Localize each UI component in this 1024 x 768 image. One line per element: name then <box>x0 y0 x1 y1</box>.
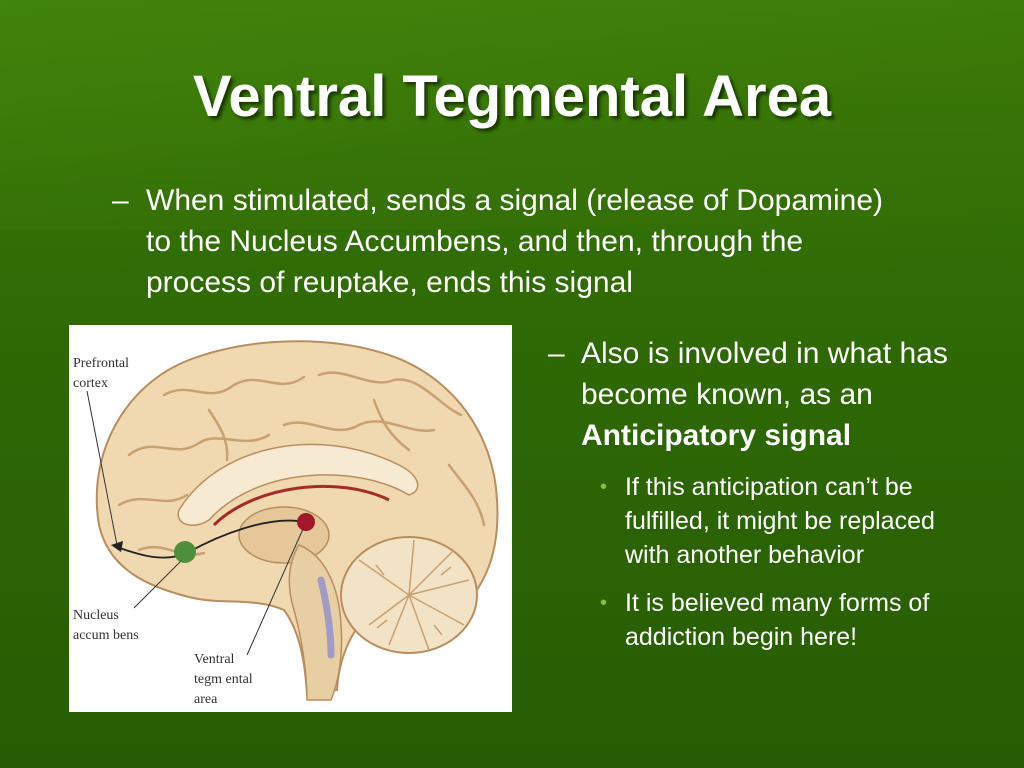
arrow-head <box>111 541 123 552</box>
anticipatory-signal-term: Anticipatory signal <box>581 419 852 452</box>
sub-bullet-list: • If this anticipation can’t be fulfille… <box>600 470 1008 654</box>
background-band <box>0 0 1024 230</box>
dash-marker: – <box>548 337 565 370</box>
label-prefrontal-2: cortex <box>73 376 108 391</box>
vta-leader-line <box>246 528 304 656</box>
sub-bullet-text: If this anticipation can’t be fulfilled,… <box>625 473 935 569</box>
right-bullet-text-plain: Also is involved in what has become know… <box>581 337 948 411</box>
vta-marker <box>297 513 315 531</box>
brain-figure: Prefrontal cortex Nucleus accum bens Ven… <box>69 325 512 712</box>
brainstem <box>288 544 343 701</box>
label-nucleus-1: Nucleus <box>73 608 119 623</box>
right-column: – Also is involved in what has become kn… <box>548 333 1008 668</box>
label-vta-2: tegm ental <box>194 672 253 687</box>
nucleus-accumbens-marker <box>174 541 196 563</box>
thalamus <box>238 506 330 564</box>
bullet-dot-icon: • <box>600 476 608 498</box>
sub-bullet-item: • If this anticipation can’t be fulfille… <box>600 470 950 572</box>
top-bullet: – When stimulated, sends a signal (relea… <box>112 180 912 303</box>
label-prefrontal-1: Prefrontal <box>73 356 129 371</box>
sub-bullet-item: • It is believed many forms of addiction… <box>600 586 950 654</box>
right-bullet-text: Also is involved in what has become know… <box>581 333 1008 456</box>
corpus-callosum <box>177 443 419 526</box>
bullet-dot-icon: • <box>600 592 608 614</box>
brain-illustration: Prefrontal cortex Nucleus accum bens Ven… <box>73 340 499 707</box>
sub-bullet-text: It is believed many forms of addiction b… <box>625 589 930 651</box>
nucleus-leader-line <box>133 560 182 609</box>
top-bullet-text: When stimulated, sends a signal (release… <box>146 184 884 299</box>
dash-marker: – <box>112 184 129 217</box>
right-bullet: – Also is involved in what has become kn… <box>548 333 1008 456</box>
label-vta-3: area <box>194 692 218 707</box>
prefrontal-leader-line <box>86 390 118 546</box>
label-nucleus-2: accum bens <box>73 628 139 643</box>
label-vta-1: Ventral <box>194 652 235 667</box>
fornix-line <box>212 484 390 527</box>
slide-title: Ventral Tegmental Area <box>192 64 832 129</box>
cerebellum <box>340 536 478 654</box>
brainstem-tract <box>317 576 335 659</box>
